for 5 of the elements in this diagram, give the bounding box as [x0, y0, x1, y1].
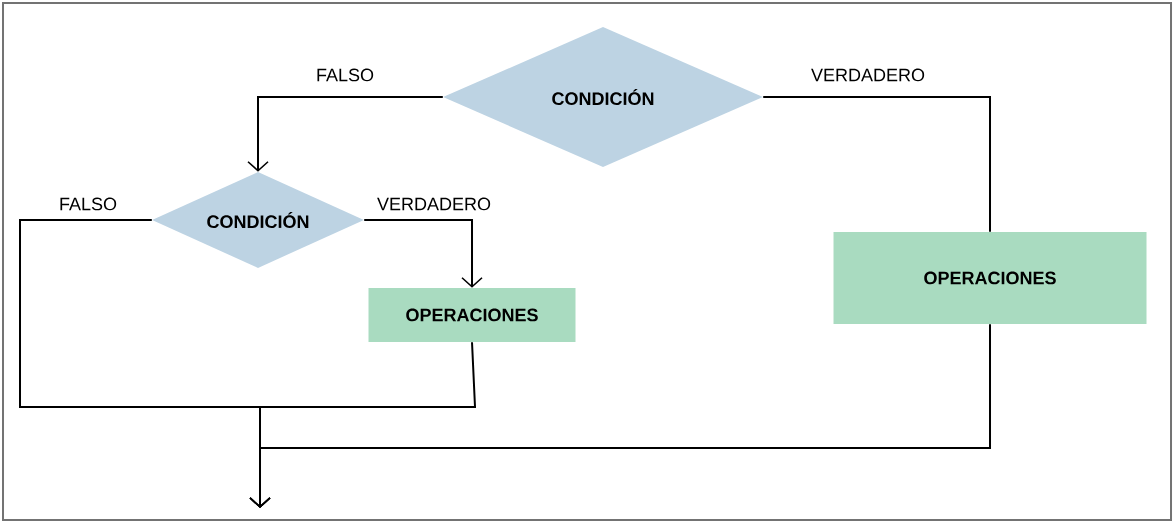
process-box: OPERACIONES	[368, 288, 576, 342]
process-box: OPERACIONES	[833, 232, 1147, 324]
arrow	[247, 96, 444, 172]
arrow	[363, 219, 483, 288]
arrow	[249, 323, 991, 508]
